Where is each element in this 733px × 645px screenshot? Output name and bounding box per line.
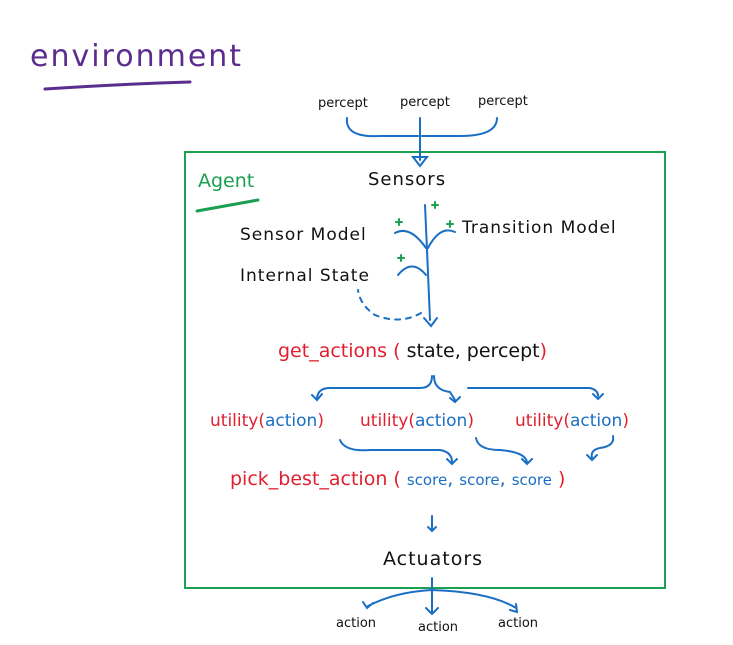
internal-state-label: Internal State bbox=[240, 266, 370, 286]
agent-box bbox=[184, 151, 666, 589]
transition-model-arc bbox=[427, 229, 456, 249]
actuators-label: Actuators bbox=[383, 548, 484, 570]
utility-fn: utility bbox=[360, 411, 409, 431]
get-actions-call: get_actions ( state, percept) bbox=[278, 340, 548, 362]
utility-fn: utility bbox=[210, 411, 259, 431]
percept-input-2: percept bbox=[400, 95, 450, 110]
score-arg-2: score bbox=[459, 471, 500, 489]
utility-call-2: utility(action) bbox=[360, 411, 474, 431]
branch-arrowheads bbox=[311, 393, 604, 404]
to-actuators bbox=[427, 515, 437, 533]
agent-label: Agent bbox=[198, 170, 255, 192]
utility-fn: utility bbox=[515, 411, 564, 431]
utility-to-score-3 bbox=[586, 435, 615, 462]
pick-best-action-call: pick_best_action ( score, score, score ) bbox=[230, 468, 566, 490]
utility-to-score-1 bbox=[339, 439, 458, 466]
utility-to-score-2 bbox=[475, 437, 533, 466]
percept-input-3: percept bbox=[478, 94, 528, 109]
action-output-2: action bbox=[418, 620, 459, 635]
utility-arg: action bbox=[414, 411, 468, 431]
utility-call-1: utility(action) bbox=[210, 411, 324, 431]
agent-underline bbox=[195, 198, 260, 213]
sensor-model-label: Sensor Model bbox=[240, 225, 367, 245]
internal-state-arc bbox=[397, 265, 427, 276]
get-actions-branches bbox=[316, 375, 599, 401]
pick-best-fn: pick_best_action bbox=[230, 468, 388, 490]
percept-input-1: percept bbox=[318, 96, 368, 111]
arrow-head-get-actions bbox=[423, 317, 438, 328]
score-arg-3: score bbox=[511, 471, 552, 489]
arrow-head-sensors bbox=[410, 156, 430, 168]
title-underline bbox=[43, 80, 192, 91]
score-arg-1: score bbox=[406, 471, 448, 489]
utility-arg: action bbox=[569, 411, 623, 431]
sensors-label: Sensors bbox=[368, 169, 447, 190]
transition-model-label: Transition Model bbox=[462, 218, 617, 238]
action-output-1: action bbox=[336, 616, 377, 631]
utility-call-3: utility(action) bbox=[515, 411, 629, 431]
plus-icon bbox=[395, 201, 454, 262]
action-output-3: action bbox=[498, 616, 539, 631]
sensor-arrow bbox=[424, 204, 431, 321]
internal-state-loop bbox=[357, 289, 422, 321]
actuator-outputs bbox=[362, 577, 519, 616]
environment-title: environment bbox=[30, 39, 244, 74]
get-actions-args: state, percept bbox=[406, 340, 540, 362]
percept-brace bbox=[345, 117, 498, 161]
utility-arg: action bbox=[264, 411, 318, 431]
sensor-model-arc bbox=[394, 229, 427, 249]
get-actions-fn: get_actions bbox=[278, 340, 388, 362]
